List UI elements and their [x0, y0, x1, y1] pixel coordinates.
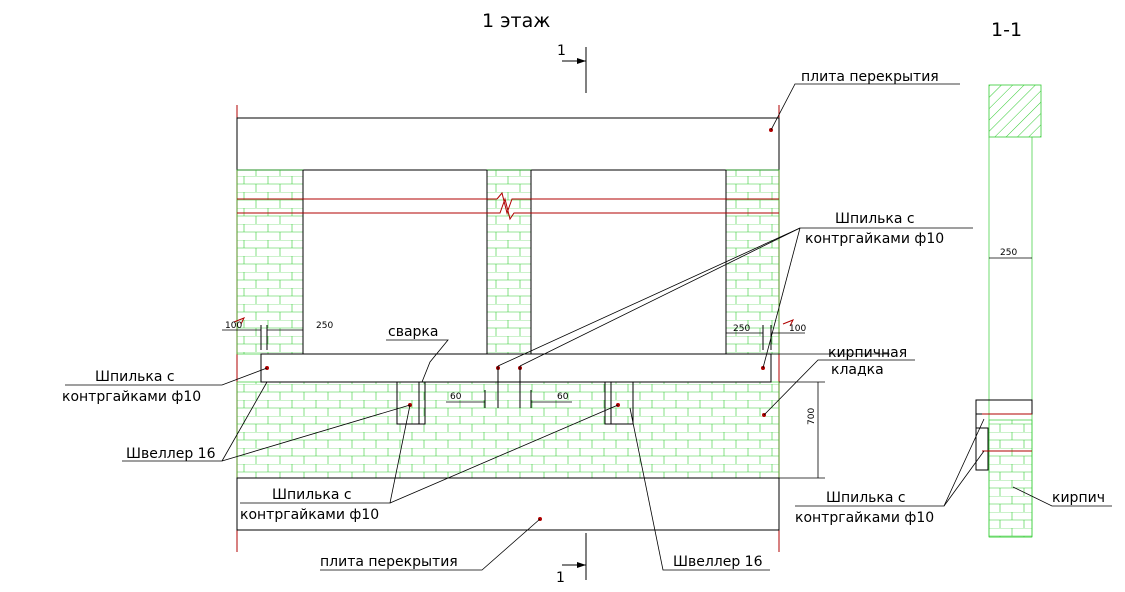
channel-left-profile	[396, 381, 426, 425]
section-marker-top-label: 1	[557, 43, 566, 59]
label-stud-section-1: Шпилька с	[826, 490, 906, 506]
label-channel-left: Швеллер 16	[126, 446, 216, 462]
dim-left-group	[222, 317, 303, 350]
dim-left-100: 100	[225, 321, 242, 331]
masonry-left-pier	[236, 169, 304, 355]
dim-section-250: 250	[1000, 248, 1017, 258]
section-view	[795, 84, 1112, 538]
label-stud-bottom-1: Шпилька с	[272, 487, 352, 503]
label-stud-left-1: Шпилька с	[95, 369, 175, 385]
section-title: 1-1	[991, 19, 1022, 41]
label-stud-section-2: контргайками ф10	[795, 510, 934, 526]
dim-height-700: 700	[807, 408, 817, 425]
section-slab-hatch	[988, 84, 1042, 138]
top-slab	[236, 117, 780, 171]
channel-right-profile	[604, 381, 634, 425]
label-brick: кирпич	[1052, 490, 1105, 506]
section-brick-lower	[988, 419, 1033, 538]
mid-studs	[446, 366, 572, 408]
bottom-slab	[236, 477, 780, 531]
label-masonry-2: кладка	[831, 362, 884, 378]
label-slab-top: плита перекрытия	[801, 69, 939, 85]
drawing-title: 1 этаж	[482, 10, 550, 32]
label-stud-bottom-2: контргайками ф10	[240, 507, 379, 523]
dim-mid-60-left: 60	[450, 392, 462, 402]
label-channel-right: Швеллер 16	[673, 554, 763, 570]
label-stud-right-1: Шпилька с	[835, 211, 915, 227]
label-masonry-1: кирпичная	[828, 345, 907, 361]
leader-lines	[65, 83, 973, 571]
label-stud-left-2: контргайками ф10	[62, 389, 201, 405]
section-marker-bottom-label: 1	[556, 570, 565, 586]
dim-left-250: 250	[316, 321, 333, 331]
masonry-center-pier	[486, 169, 532, 355]
label-stud-right-2: контргайками ф10	[805, 231, 944, 247]
section-marker-top: 1	[557, 43, 587, 93]
dim-right-250: 250	[733, 324, 750, 334]
masonry-lower	[236, 381, 780, 479]
lintel-beam	[260, 353, 772, 383]
label-weld: сварка	[388, 324, 438, 340]
dim-height-group	[779, 381, 825, 479]
dim-mid-60-right: 60	[557, 392, 569, 402]
section-marker-bottom: 1	[556, 533, 587, 586]
dim-right-100: 100	[789, 324, 806, 334]
break-lines	[237, 191, 779, 221]
label-slab-bottom: плита перекрытия	[320, 554, 458, 570]
